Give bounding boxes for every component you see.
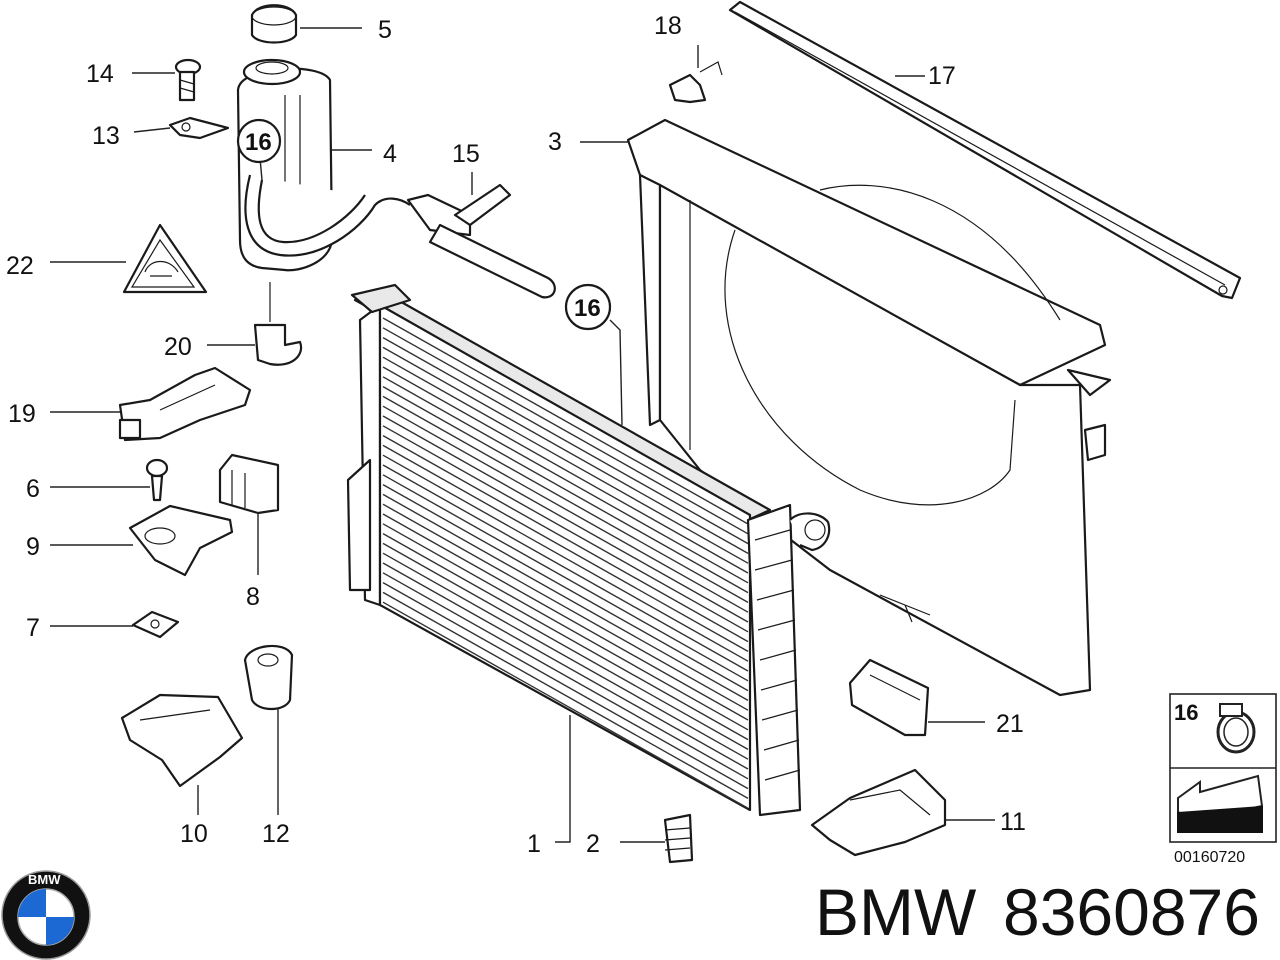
radiator-fin	[382, 513, 749, 721]
rubber-mount-8	[218, 453, 280, 515]
callout-11: 11	[1000, 808, 1026, 836]
radiator-fin	[382, 503, 749, 711]
radiator-fin	[382, 336, 749, 545]
logo-letters: BMW	[28, 872, 61, 887]
radiator-fin	[382, 395, 749, 604]
callout-12: 12	[262, 820, 290, 848]
radiator-fin	[382, 464, 749, 672]
bolt-14	[174, 58, 202, 102]
radiator-fin	[382, 562, 749, 770]
callout-21: 21	[996, 710, 1024, 738]
radiator-fin	[382, 376, 749, 584]
bracket-19	[118, 366, 252, 442]
radiator-fin	[382, 591, 749, 800]
radiator-fin	[382, 425, 749, 633]
radiator	[346, 283, 831, 817]
radiator-fin	[382, 385, 749, 594]
callout-1: 1	[527, 830, 541, 858]
radiator-fins	[382, 317, 749, 809]
radiator-fin	[382, 346, 749, 555]
plug-2	[663, 813, 694, 864]
callout-8: 8	[246, 583, 260, 611]
radiator-fin	[382, 552, 749, 760]
inset-box: 16 00160720	[1169, 693, 1277, 866]
radiator-fin	[382, 601, 749, 809]
expansion-tank	[236, 58, 411, 272]
leader-lines	[50, 27, 995, 843]
callout-14: 14	[86, 60, 114, 88]
radiator-fin	[382, 493, 749, 702]
nut-7	[131, 610, 180, 639]
radiator-fin	[382, 366, 749, 574]
callout-6: 6	[26, 475, 40, 503]
callout-15: 15	[452, 140, 480, 168]
radiator-fin	[382, 483, 749, 692]
bracket-11	[810, 768, 947, 857]
inset-number: 16	[1174, 700, 1198, 725]
bracket-10	[120, 693, 244, 788]
radiator-fin	[382, 474, 749, 682]
radiator-fin	[382, 454, 749, 662]
screw-6	[145, 458, 169, 502]
radiator-fin	[382, 356, 749, 564]
callouts: 5 14 13 4 15 3 18 17 22 20 19 6 9 8 7 10…	[6, 12, 1026, 858]
callout-16-circle-a	[236, 118, 282, 164]
bmw-logo: BMW	[1, 870, 91, 960]
radiator-fin	[382, 532, 749, 741]
rivet-18	[668, 61, 723, 104]
callout-2: 2	[586, 830, 600, 858]
radiator-fin	[382, 415, 749, 623]
sealing-strip	[728, 0, 1242, 300]
callout-13: 13	[92, 122, 120, 150]
callout-9: 9	[26, 533, 40, 561]
direction-arrow-icon	[1177, 774, 1264, 833]
hose-clamp-icon	[1216, 703, 1256, 754]
callout-16-b: 16	[574, 295, 601, 322]
radiator-fin	[382, 523, 749, 731]
callout-10: 10	[180, 820, 208, 848]
callout-17: 17	[928, 62, 956, 90]
radiator-fin	[382, 317, 749, 525]
callout-5: 5	[378, 16, 392, 44]
expansion-cap	[250, 4, 298, 44]
callout-18: 18	[654, 12, 682, 40]
callout-16-a: 16	[245, 129, 272, 156]
callout-3: 3	[548, 128, 562, 156]
radiator-fin	[382, 444, 749, 653]
footer-brand: BMW	[815, 875, 977, 949]
coolant-hose	[406, 183, 556, 299]
callout-22: 22	[6, 252, 34, 280]
fan-shroud	[626, 118, 1112, 697]
clip-13	[168, 116, 230, 140]
radiator-fin	[382, 581, 749, 790]
callout-7: 7	[26, 614, 40, 642]
radiator-fin	[382, 327, 749, 535]
radiator-fin	[382, 434, 749, 643]
rubber-bushing-12	[243, 644, 294, 711]
footer-part-number: 8360876	[1003, 875, 1260, 949]
callout-19: 19	[8, 400, 36, 428]
callout-20: 20	[164, 333, 192, 361]
warning-label-22	[122, 223, 208, 294]
callout-4: 4	[383, 140, 397, 168]
radiator-fin	[382, 542, 749, 751]
sensor-20	[253, 282, 303, 366]
radiator-fin	[382, 405, 749, 613]
holder-21	[848, 658, 930, 737]
radiator-fin	[382, 572, 749, 780]
callout-16-circle-b	[564, 283, 612, 331]
inset-code: 00160720	[1174, 849, 1245, 866]
mount-9	[128, 504, 234, 577]
